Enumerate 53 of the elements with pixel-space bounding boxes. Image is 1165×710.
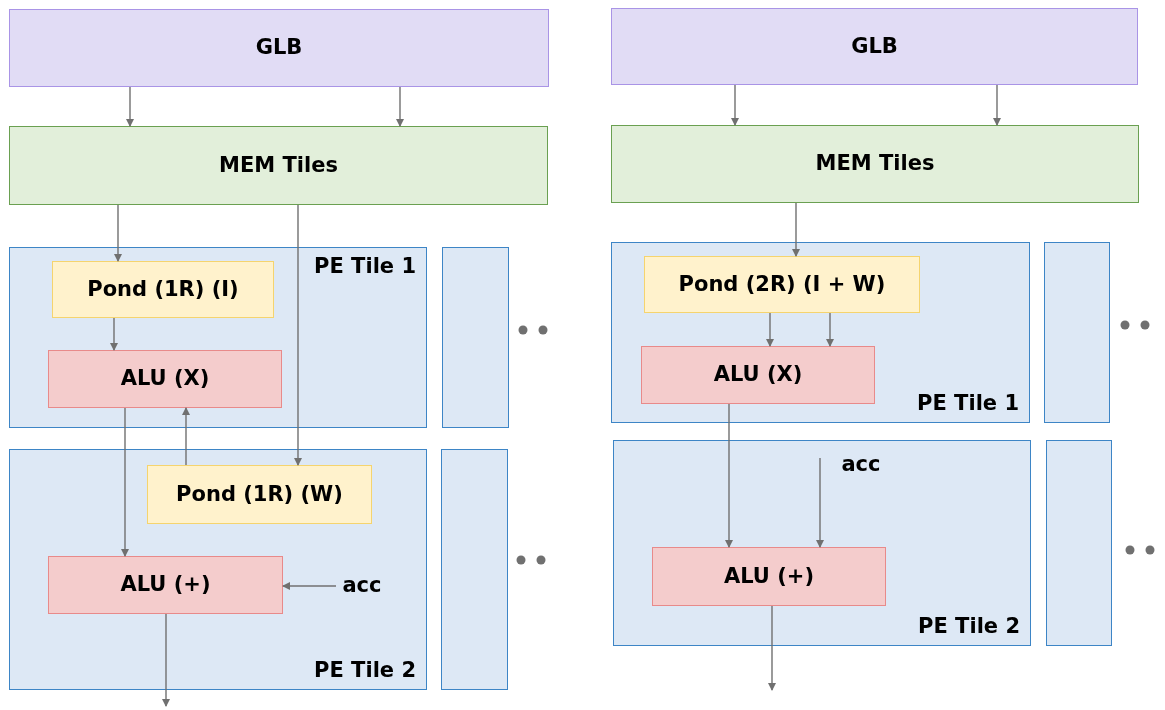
arrow xyxy=(826,312,834,347)
side-panel xyxy=(1046,440,1112,646)
arrow xyxy=(110,317,118,351)
side-panel xyxy=(1044,242,1110,423)
pond-box xyxy=(147,465,372,524)
pe-tile-panel xyxy=(611,242,1030,423)
box-label: ALU (X) xyxy=(713,362,803,388)
panel-heading: PE Tile 2 xyxy=(314,657,416,683)
panel-heading: PE Tile 2 xyxy=(918,613,1020,639)
pond-box xyxy=(52,261,274,318)
arrow xyxy=(162,613,170,707)
arrow xyxy=(126,86,134,127)
side-panel xyxy=(442,247,509,428)
arrow xyxy=(182,407,190,466)
side-panel xyxy=(441,449,508,690)
box-label: Pond (2R) (I + W) xyxy=(678,271,886,298)
glb-box xyxy=(611,8,1138,85)
alu-box xyxy=(641,346,875,404)
arrow xyxy=(294,204,302,466)
pe-tile-panel xyxy=(9,247,427,428)
box-label: GLB xyxy=(255,35,303,61)
arrow xyxy=(766,312,774,347)
arrow xyxy=(816,457,824,548)
mem-tiles-box xyxy=(9,126,548,205)
box-label: ALU (+) xyxy=(120,572,211,598)
glb-box xyxy=(9,9,549,87)
arrow xyxy=(993,84,1001,126)
panel-heading: PE Tile 1 xyxy=(917,390,1019,416)
alu-box xyxy=(48,350,282,408)
box-label: MEM Tiles xyxy=(815,151,935,177)
pe-tile-panel xyxy=(613,440,1031,646)
pond-box xyxy=(644,256,920,313)
arrow xyxy=(768,605,776,691)
arrow xyxy=(725,403,733,548)
pe-tile-panel xyxy=(9,449,427,690)
arrow xyxy=(396,86,404,127)
arrow xyxy=(114,204,122,262)
arrow xyxy=(121,407,129,557)
acc-label: acc xyxy=(834,453,888,477)
box-label: Pond (1R) (I) xyxy=(87,276,239,303)
box-label: Pond (1R) (W) xyxy=(176,481,343,508)
acc-label: acc xyxy=(336,573,388,599)
alu-box xyxy=(652,547,886,606)
box-label: GLB xyxy=(851,33,898,60)
arrow xyxy=(792,202,800,257)
alu-box xyxy=(48,556,283,614)
box-label: ALU (X) xyxy=(120,366,210,392)
arrow xyxy=(731,84,739,126)
arrow xyxy=(282,582,337,590)
panel-heading: PE Tile 1 xyxy=(314,254,416,280)
box-label: ALU (+) xyxy=(723,563,814,590)
mem-tiles-box xyxy=(611,125,1139,203)
box-label: MEM Tiles xyxy=(219,152,338,179)
